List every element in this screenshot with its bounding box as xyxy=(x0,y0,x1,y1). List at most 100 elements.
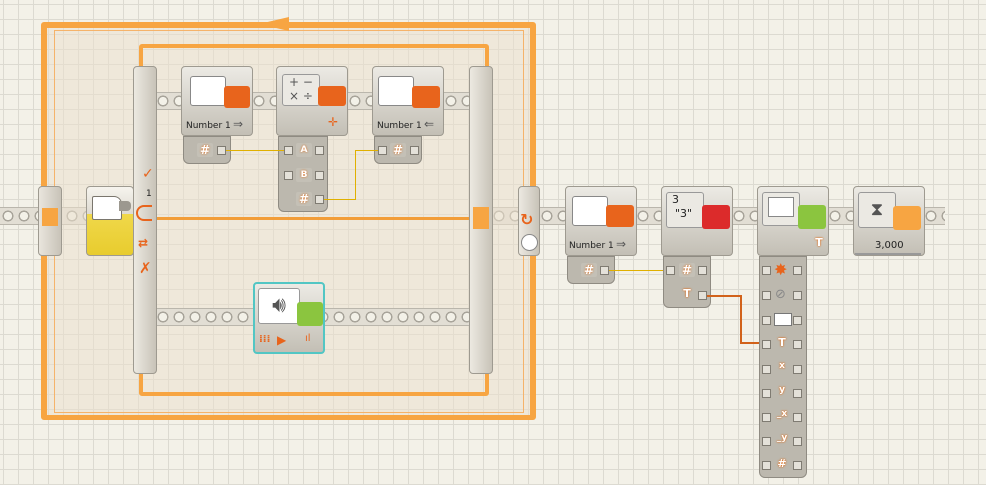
wire-math-to-var2-h2 xyxy=(355,150,378,151)
sound-file-icon: ⁞⁞⁞ xyxy=(259,334,271,345)
display-end-x-icon: _x xyxy=(776,409,788,419)
text-out-icon: T xyxy=(683,287,691,300)
display-port-3-in[interactable] xyxy=(762,316,771,325)
display-port-4-in[interactable] xyxy=(762,340,771,349)
loop-arrow-line xyxy=(270,22,330,26)
display-port-2-out[interactable] xyxy=(793,291,802,300)
switch-x-icon: ✗ xyxy=(139,259,152,277)
math-port-a: A xyxy=(296,143,312,157)
loop-refresh-icon: ↻ xyxy=(520,210,534,229)
variable-block-3-hash-icon: # xyxy=(581,263,597,277)
math-tool-icon: ✛ xyxy=(328,115,339,129)
wire-math-to-var2-v xyxy=(355,150,356,200)
display-port-5-in[interactable] xyxy=(762,365,771,374)
math-b-out-port[interactable] xyxy=(315,171,324,180)
variable-block-3-label: Number 1 xyxy=(569,241,614,251)
sound-play-icon: ▶ xyxy=(277,333,287,347)
touch-sensor-icon xyxy=(92,196,122,220)
hourglass-icon: ⧗ xyxy=(858,192,896,228)
math-in-b-port[interactable] xyxy=(284,171,293,180)
variable-block-2-write-icon: ⇐ xyxy=(424,117,435,131)
number-to-text-value: 3 xyxy=(672,193,679,206)
loop-left-pillar-accent xyxy=(42,208,58,226)
loop-count-icon xyxy=(521,234,538,251)
display-port-6-in[interactable] xyxy=(762,389,771,398)
variable-block-2-in-port[interactable] xyxy=(378,146,387,155)
math-plug xyxy=(318,86,346,106)
variable-block-2-plug xyxy=(412,86,440,108)
wire-text-h1 xyxy=(707,295,741,297)
wire-text-h2 xyxy=(740,342,762,344)
variable-block-1-out-port[interactable] xyxy=(217,146,226,155)
math-port-b: B xyxy=(296,168,312,182)
display-port-1-out[interactable] xyxy=(793,266,802,275)
math-in-a-port[interactable] xyxy=(284,146,293,155)
briefcase-icon-2 xyxy=(378,76,414,106)
math-a-out-port[interactable] xyxy=(315,146,324,155)
speaker-icon: 🔊︎ xyxy=(258,288,300,324)
variable-block-2-label: Number 1 xyxy=(377,121,422,131)
check-icon: ✓ xyxy=(142,166,154,182)
display-text-icon: T xyxy=(815,236,823,249)
wire-math-to-var2-h1 xyxy=(324,199,355,200)
display-port-5-out[interactable] xyxy=(793,365,802,374)
number-to-text-quote: "3" xyxy=(675,207,693,220)
variable-block-2-hash-icon: # xyxy=(390,143,406,157)
number-to-text-icon xyxy=(666,192,704,228)
sound-volume-icon: ıl xyxy=(305,333,311,344)
sound-plug xyxy=(297,302,323,326)
hash-icon: # xyxy=(197,143,213,157)
number-to-text-text-out-port[interactable] xyxy=(698,291,707,300)
display-port-7-in[interactable] xyxy=(762,413,771,422)
display-port-9-out[interactable] xyxy=(793,461,802,470)
display-text-in-icon: T xyxy=(778,336,786,349)
wait-value-line xyxy=(855,253,921,255)
display-action-icon: ✸ xyxy=(774,260,788,279)
variable-block-1-label: Number 1 xyxy=(186,121,231,131)
display-clear-icon: ⊘ xyxy=(775,287,786,302)
wire-var1-to-math-a xyxy=(226,150,284,151)
math-icon: + −× ÷ xyxy=(282,74,320,106)
display-port-8-in[interactable] xyxy=(762,437,771,446)
number-to-text-hash-icon: # xyxy=(679,263,695,277)
switch-swap-icon: ⇄ xyxy=(138,236,149,250)
display-port-7-out[interactable] xyxy=(793,413,802,422)
display-port-8-out[interactable] xyxy=(793,437,802,446)
variable-block-3-plug xyxy=(606,205,634,227)
switch-tab-count: 1 xyxy=(146,189,152,199)
math-result-hash-icon: # xyxy=(296,192,312,206)
display-end-y-icon: _y xyxy=(776,433,788,443)
display-port-3-out[interactable] xyxy=(793,316,802,325)
display-hash-icon: # xyxy=(777,457,787,470)
briefcase-icon xyxy=(190,76,226,106)
variable-block-3-arrow-icon: ⇒ xyxy=(616,237,627,251)
display-screen xyxy=(768,197,794,217)
display-port-1-in[interactable] xyxy=(762,266,771,275)
variable-block-3-out-port[interactable] xyxy=(600,266,609,275)
wait-plug xyxy=(893,206,921,230)
display-port-6-out[interactable] xyxy=(793,389,802,398)
number-to-text-plug xyxy=(702,205,730,229)
display-plug xyxy=(798,205,826,229)
wait-value: 3,000 xyxy=(875,240,904,251)
display-port-4-out[interactable] xyxy=(793,340,802,349)
display-x-icon: x xyxy=(779,361,785,371)
wire-text-v xyxy=(740,295,742,344)
wire-var3-to-numtext xyxy=(609,270,666,271)
switch-right-accent xyxy=(473,207,489,229)
briefcase-icon-3 xyxy=(572,196,608,226)
variable-block-1-arrow-icon: ⇒ xyxy=(233,117,244,131)
variable-block-1-plug xyxy=(224,86,250,108)
number-to-text-num-out-port[interactable] xyxy=(698,266,707,275)
display-y-icon: y xyxy=(779,385,785,395)
display-port-9-in[interactable] xyxy=(762,461,771,470)
math-result-out-port[interactable] xyxy=(315,195,324,204)
switch-fork-icon xyxy=(136,205,152,221)
display-port-2-in[interactable] xyxy=(762,291,771,300)
display-file-icon xyxy=(774,313,792,326)
touch-sensor-tip xyxy=(119,201,131,211)
variable-block-2-out-port[interactable] xyxy=(410,146,419,155)
number-to-text-in-port[interactable] xyxy=(666,266,675,275)
switch-center-wire xyxy=(155,217,475,220)
